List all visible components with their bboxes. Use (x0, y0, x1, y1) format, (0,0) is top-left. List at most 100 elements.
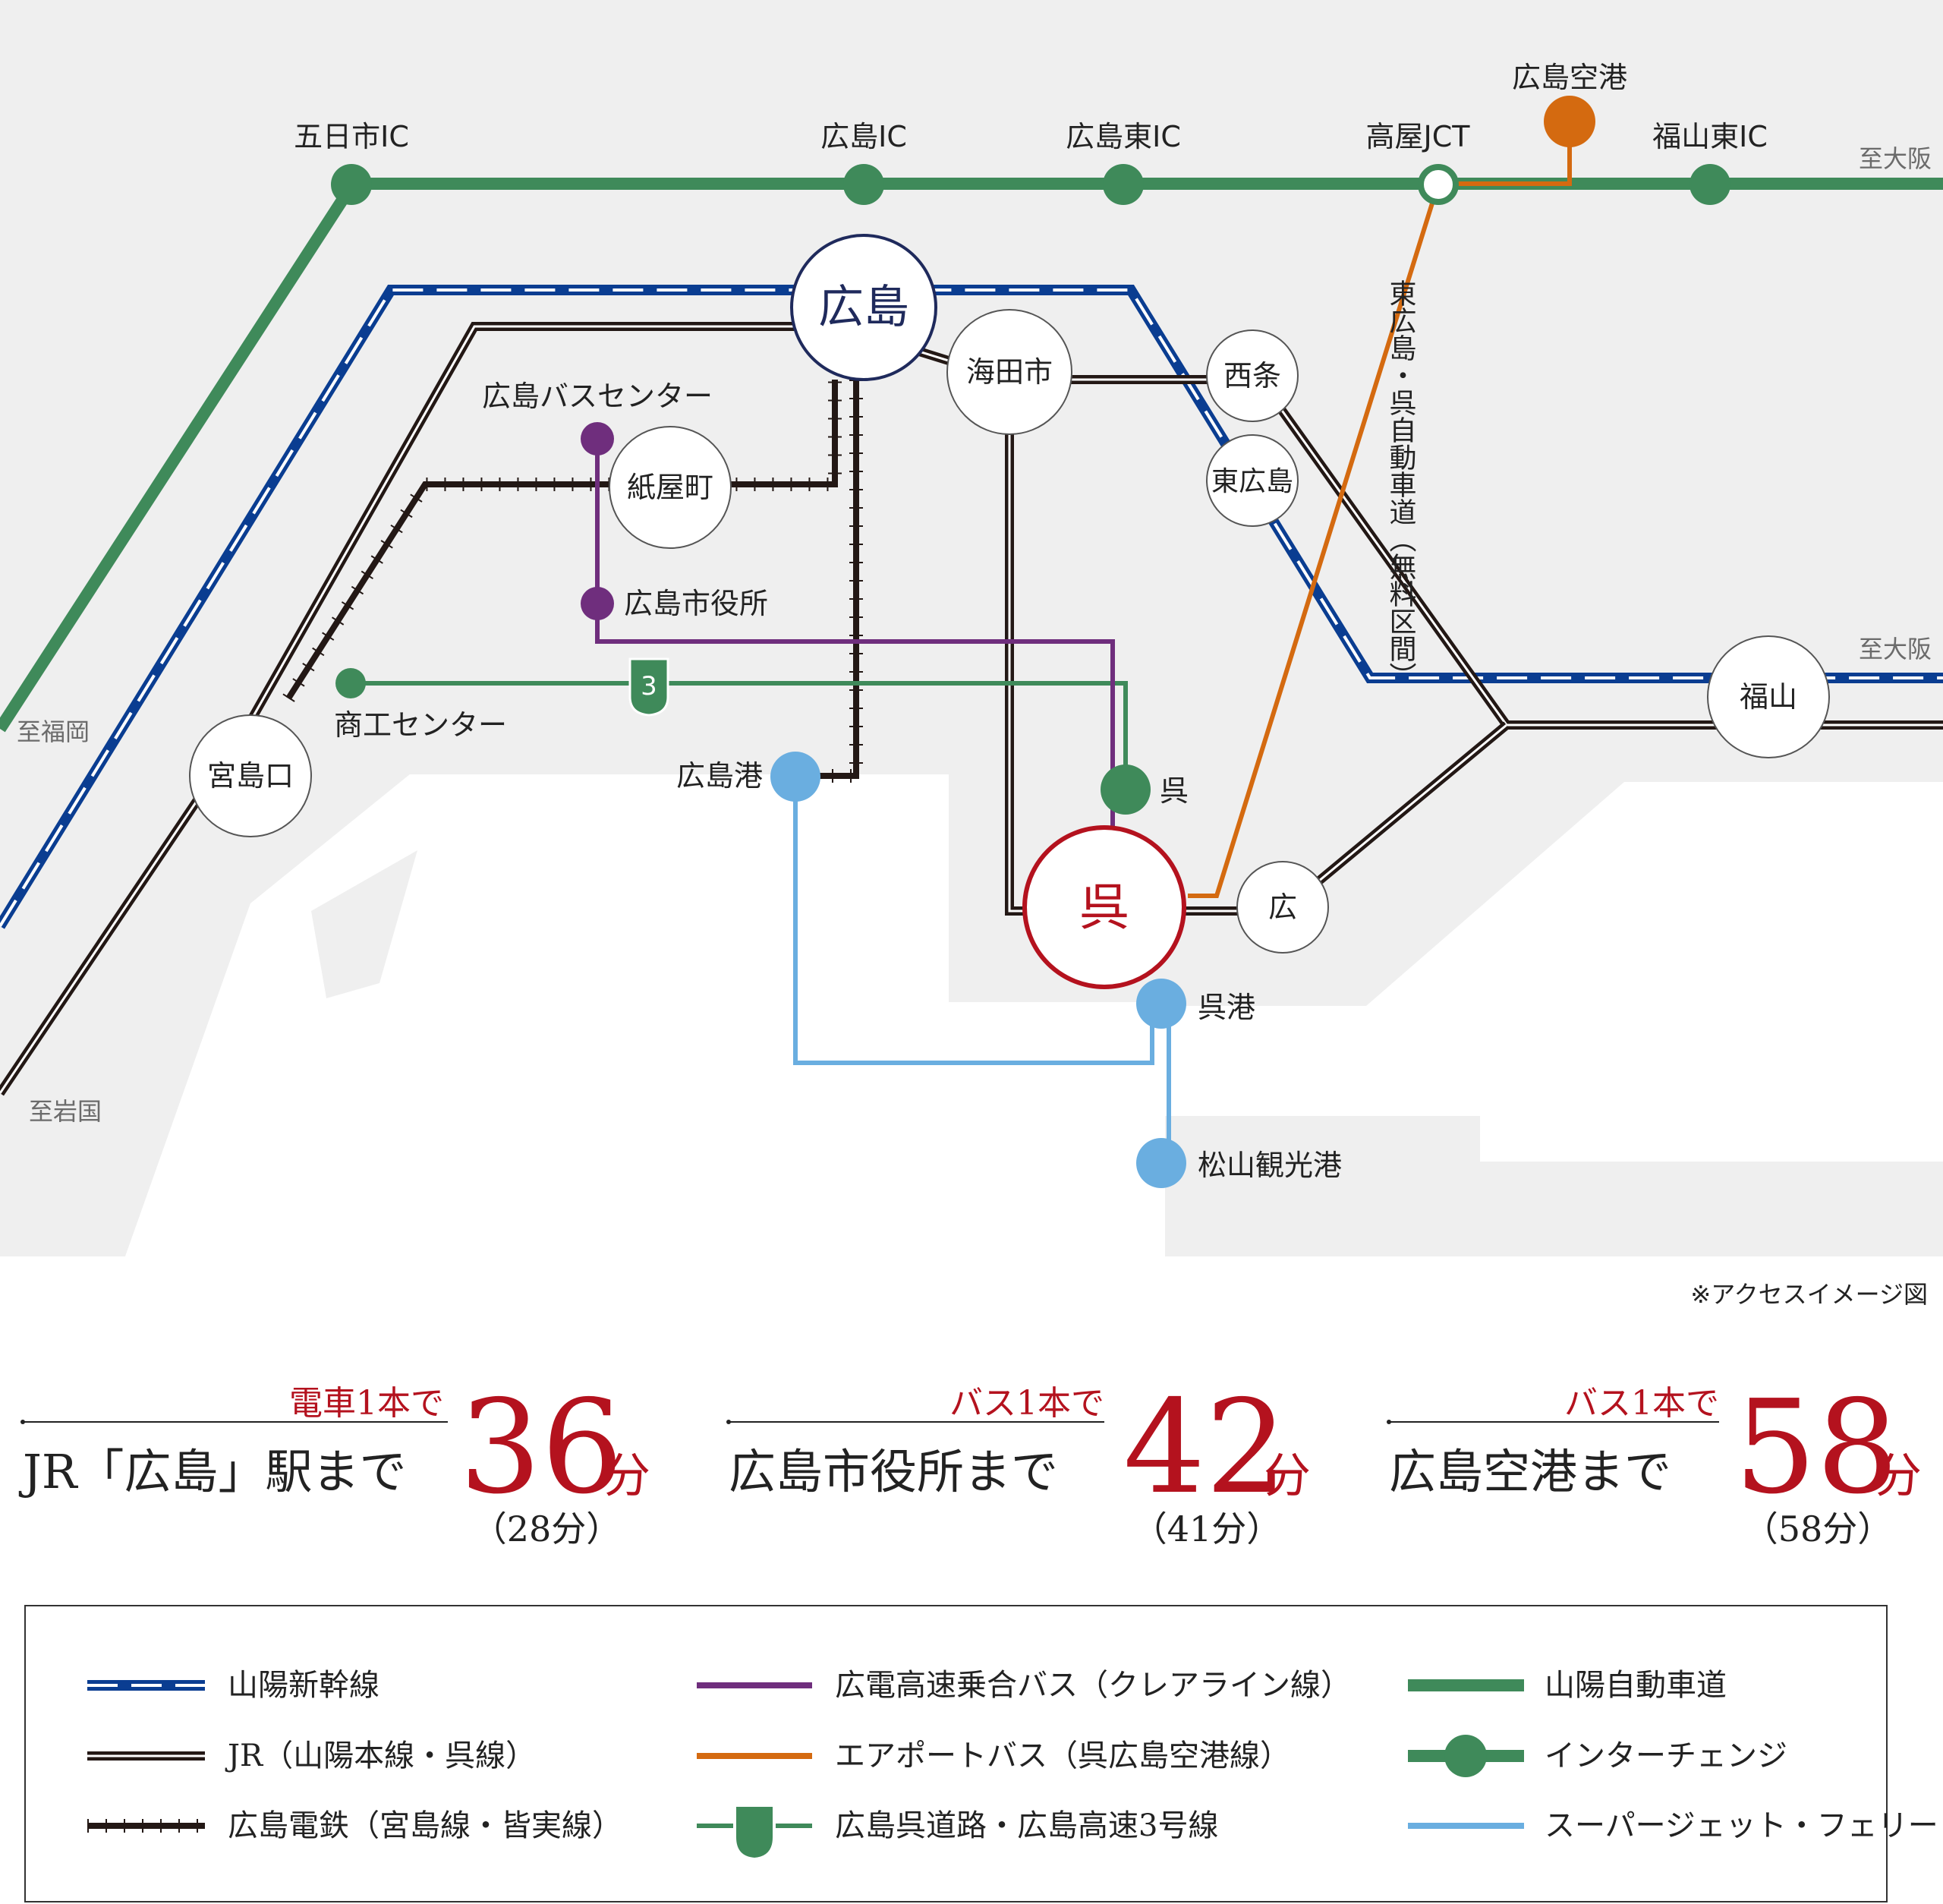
sanyo-shinkansen (0, 285, 1943, 929)
route3-number: 3 (641, 671, 657, 701)
access-time-3: 58 (1734, 1373, 1898, 1523)
fukuyama-station-label: 福山 (1740, 680, 1797, 714)
to-osaka-label-2: 至大阪 (1859, 635, 1932, 664)
legend-label-expressway: 山陽自動車道 (1545, 1668, 1727, 1703)
kamiyacho-station-label: 紙屋町 (627, 471, 713, 504)
fukuyama-higashi-ic-marker (1689, 164, 1730, 205)
bus-center-label: 広島バスセンター (482, 380, 713, 413)
saijo-station-circle (1206, 329, 1299, 422)
hiroshima-station-label: 広島 (818, 281, 909, 334)
hiroshima-port-label: 広島港 (676, 759, 763, 793)
legend-item-shinkansen: 山陽新幹線 (87, 1668, 379, 1703)
kure-port-label: 呉港 (1198, 991, 1255, 1024)
fukuyama-higashi-ic-label: 福山東IC (1652, 120, 1768, 153)
access-unit-3: 分 (1875, 1448, 1922, 1503)
expressway-vertical-label: 東広島・呉自動車道（無料区間） (1385, 279, 1417, 689)
legend-item-ferry: スーパージェット・フェリー (1408, 1808, 1938, 1843)
to-fukuoka-label: 至福岡 (17, 717, 90, 746)
bus-stops (581, 422, 614, 620)
bus-center-marker (581, 422, 614, 456)
stop-labels: 広島バスセンター 広島市役所 商工センター 広島港 呉 呉港 松山観光港 (334, 380, 1342, 1182)
hiroshima-higashi-ic-label: 広島東IC (1066, 120, 1181, 153)
legend-item-route3: 広島呉道路・広島高速3号線 (697, 1804, 1218, 1861)
legend-item-jr: JR（山陽本線・呉線） (87, 1739, 536, 1773)
island (311, 850, 417, 998)
kamiyacho-station-circle (609, 426, 732, 549)
kure-station-label: 呉 (1079, 878, 1129, 937)
access-dest-2: 広島市役所まで (729, 1444, 1058, 1499)
city-hall-label: 広島市役所 (624, 587, 768, 620)
hiro-station-label: 広 (1268, 891, 1297, 924)
access-alt-2: （41分） (1132, 1508, 1282, 1549)
matsuyama-port-marker (1136, 1138, 1186, 1188)
legend-box (24, 1605, 1888, 1902)
higashihiroshima-station-circle (1206, 434, 1299, 527)
access-unit-1: 分 (603, 1448, 650, 1503)
station-labels: 広島 海田市 西条 東広島 紙屋町 宮島口 福山 呉 広 (207, 281, 1797, 937)
legend-label-hiroden: 広島電鉄（宮島線・皆実線） (228, 1808, 622, 1843)
legend-label-jr: JR（山陽本線・呉線） (225, 1739, 536, 1773)
legend-item-interchange: インターチェンジ (1408, 1735, 1787, 1777)
route3-road (351, 681, 1128, 790)
saijo-station-label: 西条 (1223, 359, 1281, 392)
higashihiroshima-station-label: 東広島 (1211, 466, 1293, 497)
access-alt-1: （28分） (472, 1508, 622, 1549)
hiroshima-port-marker (770, 752, 820, 802)
interchange-labels: 五日市IC 広島IC 広島東IC 高屋JCT 福山東IC 広島空港 (294, 61, 1768, 153)
legend-label-route3: 広島呉道路・広島高速3号線 (835, 1808, 1218, 1843)
legend-item-airport-bus: エアポートバス（呉広島空港線） (697, 1739, 1290, 1773)
itsukaichi-ic-label: 五日市IC (294, 120, 409, 153)
hiro-station-circle (1236, 861, 1329, 954)
access-dest-1: JR「広島」駅まで (18, 1444, 407, 1499)
access-dest-3: 広島空港まで (1389, 1444, 1671, 1499)
clear-line-bus (595, 439, 1115, 835)
matsuyama-port-label: 松山観光港 (1198, 1149, 1342, 1182)
legend-item-expressway: 山陽自動車道 (1408, 1668, 1727, 1703)
access-unit-2: 分 (1264, 1448, 1311, 1503)
access-mode-1: 電車1本で (289, 1384, 444, 1423)
ferry-routes (793, 778, 1171, 1162)
ports (770, 752, 1186, 1188)
legend-label-bus: 広電高速乗合バス（クレアライン線） (835, 1668, 1351, 1703)
access-mode-2: バス1本で (949, 1384, 1104, 1423)
kure-port-marker (1136, 979, 1186, 1029)
stations (189, 234, 1830, 989)
kure-ic-marker (1101, 764, 1151, 815)
kaitaichi-station-label: 海田市 (966, 355, 1053, 389)
takaya-jct-marker (1418, 164, 1459, 205)
hiroshima-ic-marker (843, 164, 884, 205)
interchange-marker-icon (1444, 1735, 1487, 1777)
route3-shield-icon: 3 (628, 657, 669, 717)
airport-label: 広島空港 (1512, 61, 1627, 94)
miyajimaguchi-station-circle (189, 714, 312, 837)
shoko-center-marker (335, 668, 366, 698)
legend-label-ferry: スーパージェット・フェリー (1545, 1808, 1938, 1843)
route-shield-icon (733, 1804, 776, 1861)
interchange-markers (331, 96, 1730, 815)
kaitaichi-station-circle (946, 309, 1072, 435)
legend-label-airport-bus: エアポートバス（呉広島空港線） (835, 1739, 1290, 1773)
access-item-3: バス1本で 広島空港まで 58 分 （58分） (1387, 1373, 1922, 1549)
takaya-jct-label: 高屋JCT (1366, 120, 1471, 153)
legend-label-shinkansen: 山陽新幹線 (228, 1668, 379, 1703)
kure-station-circle (1022, 825, 1186, 989)
legend: 山陽新幹線 JR（山陽本線・呉線） 広島電鉄（宮島線・皆実線） 広電高速乗合バス… (24, 1605, 1938, 1902)
legend-item-hiroden: 広島電鉄（宮島線・皆実線） (87, 1808, 622, 1843)
itsukaichi-ic-marker (331, 164, 372, 205)
to-osaka-label-1: 至大阪 (1859, 144, 1932, 173)
hiroshima-ic-label: 広島IC (820, 120, 907, 153)
kure-ic-label: 呉 (1160, 774, 1189, 808)
access-alt-3: （58分） (1743, 1508, 1893, 1549)
to-iwakuni-label: 至岩国 (29, 1097, 102, 1126)
legend-label-interchange: インターチェンジ (1545, 1739, 1787, 1773)
access-item-1: 電車1本で JR「広島」駅まで 36 分 （28分） (18, 1373, 650, 1549)
airport-marker (1544, 96, 1595, 147)
hiroshima-higashi-ic-marker (1103, 164, 1144, 205)
fukuyama-station-circle (1707, 635, 1830, 758)
hiroshima-station-circle (790, 234, 937, 381)
access-mode-3: バス1本で (1564, 1384, 1719, 1423)
map-note: ※アクセスイメージ図 (1690, 1280, 1928, 1309)
miyajimaguchi-station-label: 宮島口 (207, 759, 294, 793)
shikoku-area (1165, 1116, 1943, 1256)
